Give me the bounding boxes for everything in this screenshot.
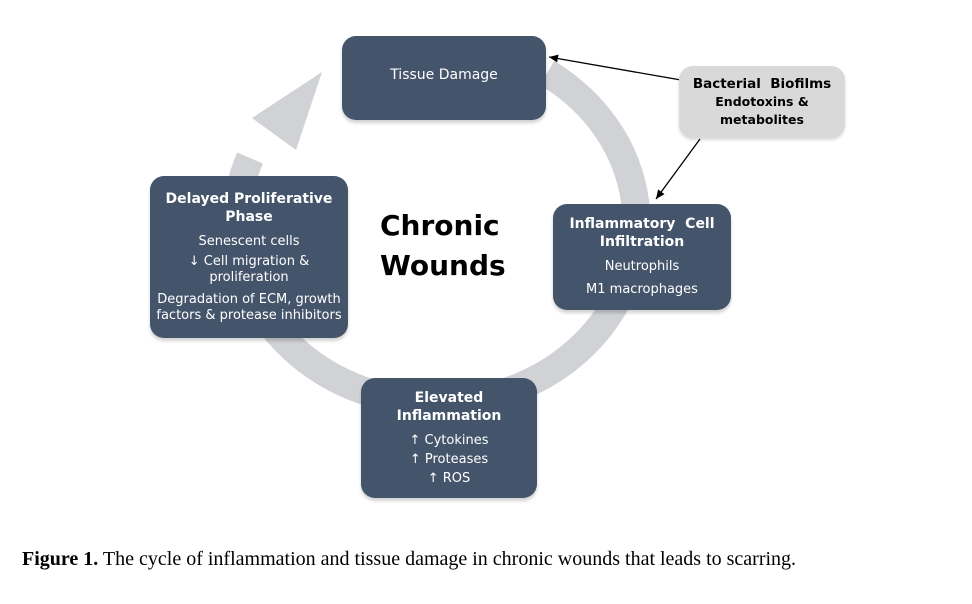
figure-caption-text: The cycle of inflammation and tissue dam…: [98, 548, 797, 570]
tissue-damage-title: Tissue Damage: [390, 67, 498, 83]
figure-caption: Figure 1. The cycle of inflammation and …: [22, 548, 962, 571]
delayed-proliferative-phase-box: Delayed Proliferative Phase Senescent ce…: [150, 176, 348, 338]
inflammatory-item: Neutrophils: [604, 259, 680, 274]
inflammatory-title-line2: Infiltration: [599, 234, 685, 250]
delayed-item-degradation-line2: factors & protease inhibitors: [156, 308, 342, 323]
elevated-title-line1: Elevated: [414, 389, 484, 406]
center-title-line1: Chronic: [380, 209, 500, 242]
tissue-damage-box: Tissue Damage: [342, 36, 546, 120]
inflammatory-cell-infiltration-box: Inflammatory Cell Infiltration Neutrophi…: [553, 204, 731, 310]
delayed-title-line2: Phase: [225, 209, 273, 225]
inflammatory-item: M1 macrophages: [586, 282, 698, 297]
elevated-item: ↑ Cytokines: [409, 432, 489, 448]
elevated-inflammation-box: Elevated Inflammation ↑ Cytokines ↑ Prot…: [361, 378, 537, 498]
center-title: Chronic Wounds: [380, 206, 520, 286]
biofilms-title: Bacterial Biofilms: [692, 76, 832, 92]
bacterial-biofilms-box: Bacterial Biofilms Endotoxins & metaboli…: [679, 66, 845, 138]
elevated-title-line2: Inflammation: [396, 407, 502, 424]
delayed-item-migration-line2: proliferation: [209, 270, 289, 285]
elevated-item: ↑ Proteases: [409, 451, 489, 467]
elevated-item: ↑ ROS: [427, 470, 471, 486]
biofilm-to-tissue-arrow: [548, 54, 682, 81]
center-title-line2: Wounds: [380, 249, 506, 282]
figure-caption-label: Figure 1.: [22, 548, 99, 570]
delayed-item-migration-line1: ↓ Cell migration &: [188, 254, 310, 269]
biofilms-line1: Endotoxins &: [715, 94, 809, 109]
biofilms-line2: metabolites: [720, 112, 804, 127]
cycle-arrowhead: [252, 72, 322, 150]
delayed-title-line1: Delayed Proliferative: [165, 191, 333, 207]
delayed-item-senescent: Senescent cells: [198, 234, 300, 249]
biofilm-to-inflammatory-arrow: [655, 138, 701, 200]
inflammatory-title-line1: Inflammatory Cell: [569, 216, 715, 232]
delayed-item-degradation-line1: Degradation of ECM, growth: [157, 292, 341, 307]
